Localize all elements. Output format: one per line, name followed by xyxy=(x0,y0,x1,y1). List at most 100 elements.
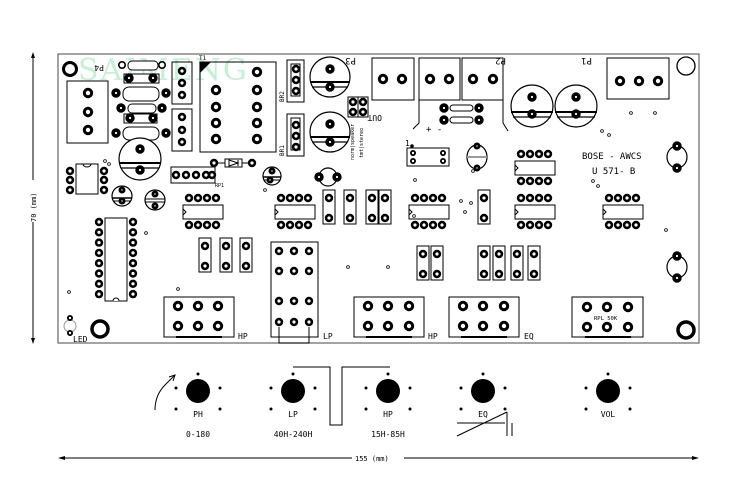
terminal-out-a xyxy=(418,57,461,101)
pad xyxy=(324,193,334,203)
ic-pin xyxy=(428,220,438,230)
ic-pin xyxy=(631,193,641,203)
knob-tick-mark xyxy=(459,386,463,390)
label-rp1: RP1 xyxy=(215,183,224,189)
knob-tick-mark xyxy=(174,407,178,411)
diode xyxy=(209,158,257,168)
knob-tick-mark xyxy=(269,386,273,390)
via xyxy=(413,178,417,182)
knob-tick-mark xyxy=(364,407,368,411)
via xyxy=(412,214,416,218)
pad xyxy=(367,193,377,203)
two-pin-jumper xyxy=(416,245,430,281)
resistor-stack xyxy=(111,60,171,141)
knob-dial[interactable] xyxy=(471,379,495,403)
label-vertical-a: norm|speaker xyxy=(350,124,356,160)
ic-pin xyxy=(525,193,535,203)
ic-pin xyxy=(94,289,104,299)
mounting-hole xyxy=(676,56,696,76)
via xyxy=(263,188,267,192)
ic-pin xyxy=(604,220,614,230)
knob-tick-mark xyxy=(269,407,273,411)
connector-3pin-a xyxy=(171,61,193,105)
knob-tick-mark xyxy=(584,407,588,411)
knob-label: PH xyxy=(193,410,203,419)
pot-hp-footprint-1: HP xyxy=(163,296,248,341)
pad xyxy=(512,249,522,259)
ic-pin xyxy=(525,149,535,159)
two-pin-jumper xyxy=(510,245,524,281)
mounting-hole xyxy=(90,319,110,339)
ic-8pin-left xyxy=(65,163,109,195)
ic-pin xyxy=(184,220,194,230)
two-pin-jumper xyxy=(477,245,491,281)
bridge-br1: BR1 xyxy=(279,113,305,157)
two-pin-jumper xyxy=(365,189,379,225)
label-led: LED xyxy=(73,335,88,344)
pad xyxy=(529,269,539,279)
knob-eq[interactable]: EQ xyxy=(459,372,507,420)
dimension-width: 155 (mm) xyxy=(58,452,699,464)
ic-pin xyxy=(294,193,304,203)
knob-dial[interactable] xyxy=(596,379,620,403)
knob-label: VOL xyxy=(601,410,616,419)
label-hp-footprint-2: HP xyxy=(428,332,438,341)
ic-pin xyxy=(428,193,438,203)
ic-pin xyxy=(128,289,138,299)
label-height: 70 (mm) xyxy=(30,192,38,222)
knob-vol[interactable]: VOL xyxy=(584,372,632,420)
ic-pin xyxy=(128,269,138,278)
ic-pin xyxy=(631,220,641,230)
two-pin-jumper xyxy=(430,245,444,281)
label-pin-1: 1 xyxy=(405,139,410,148)
knob-tick-mark xyxy=(481,372,485,376)
via xyxy=(107,162,111,166)
via xyxy=(459,199,463,203)
ic-pin xyxy=(303,220,313,230)
via xyxy=(596,184,600,188)
ic-pin xyxy=(303,193,313,203)
ic-8pin xyxy=(514,193,556,230)
ic-pin xyxy=(410,193,420,203)
ic-pin xyxy=(419,193,429,203)
label-out: OUT xyxy=(367,113,382,122)
pad xyxy=(432,249,442,259)
knob-tick-mark xyxy=(364,386,368,390)
pot-vol-footprint: RPL 50K xyxy=(571,296,644,338)
ic-pin xyxy=(534,193,544,203)
knob-range: 0-180 xyxy=(186,430,210,439)
vias xyxy=(67,111,668,294)
knob-dial[interactable] xyxy=(281,379,305,403)
relay-block: 1 xyxy=(405,139,450,167)
label-width: 155 (mm) xyxy=(355,455,389,463)
knob-tick-mark xyxy=(313,386,317,390)
via xyxy=(653,111,657,115)
label-lp-footprint: LP xyxy=(323,332,333,341)
brand-title: BOSE - AWCS xyxy=(582,152,642,162)
two-pin-jumper xyxy=(492,245,506,281)
ic-pin xyxy=(543,193,553,203)
ic-pin xyxy=(613,193,623,203)
knob-dial[interactable] xyxy=(376,379,400,403)
label-br2: BR2 xyxy=(279,91,286,102)
pot-eq-footprint: EQ xyxy=(448,296,534,341)
terminal-p3: P3 xyxy=(345,55,415,101)
label-hp-footprint-1: HP xyxy=(238,332,248,341)
pad xyxy=(380,213,390,223)
via xyxy=(591,179,595,183)
ic-pin xyxy=(276,220,286,230)
two-pin-jumper xyxy=(477,189,491,225)
label-vol-footprint: RPL 50K xyxy=(594,316,618,322)
knob-ph[interactable]: PH 0-180 xyxy=(174,372,222,440)
ic-pin xyxy=(202,220,212,230)
ic-pin xyxy=(94,269,104,278)
knob-dial[interactable] xyxy=(186,379,210,403)
capacitor-large xyxy=(118,56,598,181)
via xyxy=(144,231,148,235)
ic-pin xyxy=(622,193,632,203)
ic-pin xyxy=(128,217,138,227)
ic-pin xyxy=(128,238,138,247)
